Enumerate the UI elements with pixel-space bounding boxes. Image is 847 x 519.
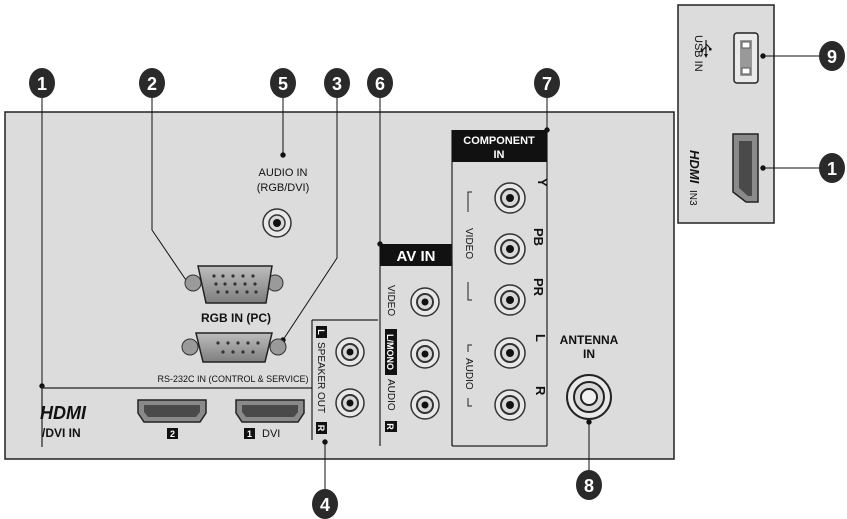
av-audio-r-jack[interactable] bbox=[410, 390, 440, 420]
usb-in-port[interactable] bbox=[733, 32, 759, 84]
callout-4: 4 bbox=[312, 489, 338, 519]
hdmi-2-badge bbox=[167, 428, 178, 439]
antenna-label: ANTENNA bbox=[560, 333, 619, 347]
component-pr-jack[interactable] bbox=[494, 284, 526, 316]
hdmi-2-port[interactable] bbox=[137, 399, 207, 423]
audio-in-label: AUDIO IN bbox=[259, 167, 308, 179]
component-audio-r-jack[interactable] bbox=[494, 389, 526, 421]
svg-text:5: 5 bbox=[278, 74, 288, 94]
av-audio-label: AUDIO bbox=[385, 379, 396, 411]
comp-l-label: L bbox=[533, 334, 548, 342]
callout-7: 7 bbox=[534, 68, 560, 98]
callout-5: 5 bbox=[270, 68, 296, 98]
component-y-jack[interactable] bbox=[494, 182, 526, 214]
av-video-label: VIDEO bbox=[385, 285, 396, 316]
callout-3: 3 bbox=[324, 68, 350, 98]
av-video-jack[interactable] bbox=[410, 287, 440, 317]
component-header bbox=[452, 130, 547, 162]
component-pb-jack[interactable] bbox=[494, 233, 526, 265]
hdmi-2-number: 2 bbox=[170, 429, 175, 439]
antenna-in-label: IN bbox=[583, 347, 595, 361]
svg-text:6: 6 bbox=[375, 74, 385, 94]
svg-text:9: 9 bbox=[827, 47, 837, 67]
comp-r-label: R bbox=[533, 386, 548, 396]
rs232c-port[interactable] bbox=[181, 332, 287, 363]
av-in-label: AV IN bbox=[397, 248, 436, 265]
svg-text:2: 2 bbox=[147, 74, 157, 94]
svg-text:1: 1 bbox=[37, 74, 47, 94]
callout-9: 9 bbox=[819, 41, 845, 71]
speaker-out-r-jack[interactable] bbox=[335, 388, 365, 418]
callout-8: 8 bbox=[576, 470, 602, 500]
comp-audio-label: AUDIO bbox=[463, 358, 474, 390]
comp-y-label: Y bbox=[535, 178, 550, 187]
speaker-out-section bbox=[311, 319, 378, 440]
hdmi-logo: HDMI bbox=[40, 403, 87, 423]
audio-in-sub-label: (RGB/DVI) bbox=[257, 182, 310, 194]
usb-icon bbox=[700, 40, 712, 58]
svg-text:7: 7 bbox=[542, 74, 552, 94]
speaker-out-label: SPEAKER OUT bbox=[315, 342, 326, 413]
av-audio-l-jack[interactable] bbox=[410, 339, 440, 369]
hdmi-in3-logo: HDMI bbox=[687, 150, 702, 184]
comp-pr-label: PR bbox=[531, 278, 546, 297]
comp-video-label: VIDEO bbox=[463, 228, 474, 259]
av-in-header bbox=[380, 244, 452, 266]
callout-2: 2 bbox=[139, 68, 165, 98]
rgb-in-port[interactable] bbox=[184, 265, 284, 304]
svg-text:4: 4 bbox=[320, 495, 330, 515]
rs232c-label: RS-232C IN (CONTROL & SERVICE) bbox=[157, 374, 308, 384]
component-in-label: IN bbox=[494, 149, 505, 161]
component-audio-l-jack[interactable] bbox=[494, 337, 526, 369]
hdmi-1-number: 1 bbox=[247, 429, 252, 439]
usb-in-label: USB IN bbox=[692, 35, 704, 72]
hdmi-dvi-in-label: /DVI IN bbox=[42, 426, 81, 440]
callout-1: 1 bbox=[29, 68, 55, 98]
av-lmono-label: L/MONO bbox=[385, 334, 395, 370]
speaker-r-badge: R bbox=[316, 425, 326, 432]
svg-text:1: 1 bbox=[827, 159, 837, 179]
av-r-badge: R bbox=[385, 423, 395, 430]
callout-1-side: 1 bbox=[819, 153, 845, 183]
hdmi-in3-port[interactable] bbox=[732, 133, 759, 203]
comp-pb-label: PB bbox=[531, 228, 546, 246]
speaker-l-badge: L bbox=[316, 329, 326, 335]
rgb-in-label: RGB IN (PC) bbox=[201, 311, 271, 325]
component-section bbox=[451, 130, 548, 447]
svg-text:8: 8 bbox=[584, 476, 594, 496]
callout-6: 6 bbox=[367, 68, 393, 98]
hdmi-1-dvi-port[interactable] bbox=[235, 399, 305, 423]
speaker-out-l-jack[interactable] bbox=[335, 337, 365, 367]
hdmi-in3-label: IN3 bbox=[687, 190, 698, 206]
antenna-in-jack[interactable] bbox=[566, 374, 612, 420]
svg-text:3: 3 bbox=[332, 74, 342, 94]
audio-in-jack[interactable] bbox=[262, 208, 292, 238]
component-label: COMPONENT bbox=[463, 135, 535, 147]
dvi-label: DVI bbox=[262, 428, 280, 440]
hdmi-1-badge bbox=[244, 428, 255, 439]
